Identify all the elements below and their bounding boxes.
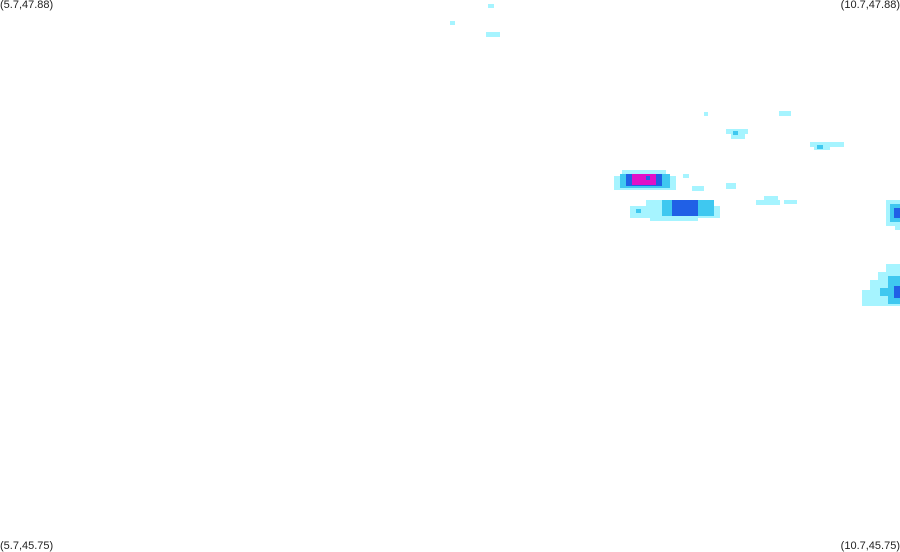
cell-east bbox=[886, 200, 900, 230]
echo-intense bbox=[632, 174, 656, 185]
echo-light bbox=[810, 142, 844, 147]
echo-light bbox=[726, 183, 736, 189]
cell-intense bbox=[614, 170, 736, 191]
corner-coord-top-right: (10.7,47.88) bbox=[840, 0, 900, 11]
echo-light bbox=[756, 200, 780, 205]
echo-light bbox=[692, 186, 704, 191]
echo-light bbox=[683, 174, 689, 178]
echo-light bbox=[486, 32, 500, 37]
echo-medium bbox=[880, 288, 888, 296]
echo-strong bbox=[894, 286, 900, 298]
echo-light bbox=[650, 216, 698, 221]
echo-light bbox=[779, 111, 791, 116]
echo-light bbox=[704, 112, 708, 116]
cell-strong bbox=[630, 196, 797, 221]
corner-coord-bottom-right: (10.7,45.75) bbox=[840, 540, 900, 552]
echo-light bbox=[731, 133, 745, 139]
echo-light bbox=[886, 264, 900, 274]
echo-medium bbox=[636, 209, 641, 213]
echo-light bbox=[764, 196, 778, 203]
corner-coord-bottom-left: (5.7,45.75) bbox=[0, 540, 54, 552]
corner-coord-top-left: (5.7,47.88) bbox=[0, 0, 54, 11]
echo-light bbox=[784, 200, 797, 204]
echo-light bbox=[450, 21, 455, 25]
echo-strong bbox=[894, 208, 900, 218]
cell-southeast bbox=[862, 264, 900, 306]
echo-light bbox=[895, 225, 900, 230]
cell-north bbox=[450, 4, 500, 37]
echo-light bbox=[488, 4, 494, 8]
cell-northeast bbox=[704, 111, 844, 150]
echo-medium bbox=[817, 145, 823, 149]
echo-strong bbox=[646, 176, 650, 180]
echo-medium bbox=[733, 131, 738, 135]
echo-strong bbox=[672, 200, 698, 216]
